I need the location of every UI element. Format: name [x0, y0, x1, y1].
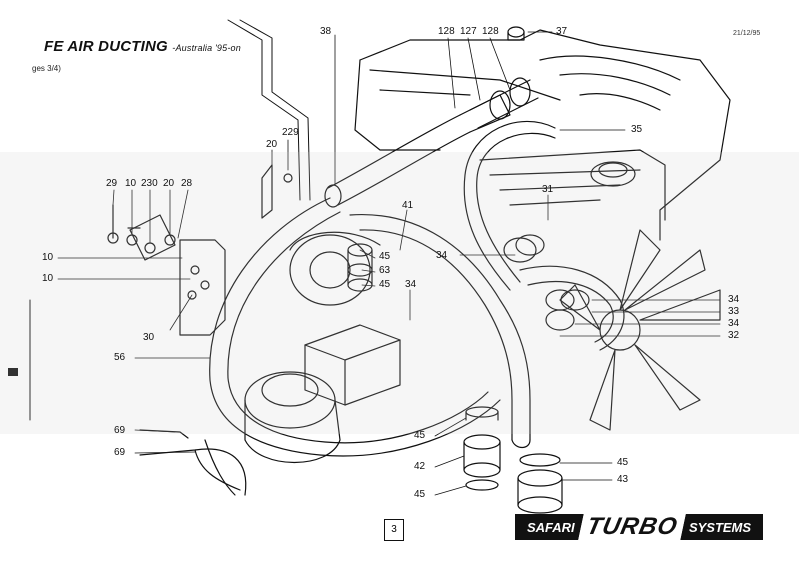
callout-34-turbo: 34: [405, 279, 417, 290]
callout-10-top: 10: [125, 178, 137, 189]
callout-35: 35: [631, 124, 643, 135]
brand-word-systems: SYSTEMS: [688, 519, 752, 535]
pages-note: ges 3/4): [32, 64, 61, 73]
callout-37: 37: [556, 26, 568, 37]
callout-230: 230: [141, 178, 158, 189]
callout-69-upper: 69: [114, 425, 126, 436]
callout-30: 30: [143, 332, 155, 343]
brand-logo: SAFARI TURBO SYSTEMS: [515, 513, 763, 540]
callout-29: 29: [106, 178, 118, 189]
callout-45-upper: 45: [379, 251, 391, 262]
callout-32: 32: [728, 330, 740, 341]
callout-34-center: 34: [436, 250, 448, 261]
title-subtitle: -Australia '95-on: [172, 43, 241, 53]
callout-34-right-1: 34: [728, 294, 740, 305]
callout-43: 43: [617, 474, 629, 485]
callout-45-lower-right: 45: [617, 457, 629, 468]
callout-10-low: 10: [42, 273, 54, 284]
callout-69-lower: 69: [114, 447, 126, 458]
callout-10-mid: 10: [42, 252, 54, 263]
callout-128-left: 128: [438, 26, 455, 37]
callout-56: 56: [114, 352, 126, 363]
callout-45-middle: 45: [379, 279, 391, 290]
brand-word-turbo: TURBO: [577, 513, 686, 540]
callout-45-lower-1: 45: [414, 430, 426, 441]
callout-33: 33: [728, 306, 740, 317]
callout-128-right: 128: [482, 26, 499, 37]
callout-127: 127: [460, 26, 477, 37]
callout-63: 63: [379, 265, 391, 276]
title-main: FE AIR DUCTING: [44, 38, 168, 55]
brand-word-safari: SAFARI: [526, 519, 575, 535]
date-note: 21/12/95: [733, 30, 761, 37]
callout-45-lower-2: 45: [414, 489, 426, 500]
page-number-box: 3: [384, 519, 404, 541]
callout-34-right-2: 34: [728, 318, 740, 329]
callout-20-left: 20: [163, 178, 175, 189]
callout-28: 28: [181, 178, 193, 189]
callout-38: 38: [320, 26, 332, 37]
callout-229: 229: [282, 127, 299, 138]
callout-31: 31: [542, 184, 554, 195]
callout-42: 42: [414, 461, 426, 472]
callout-20-upper: 20: [266, 139, 278, 150]
page-title: FE AIR DUCTING -Australia '95-on: [44, 38, 241, 55]
callout-41: 41: [402, 200, 414, 211]
